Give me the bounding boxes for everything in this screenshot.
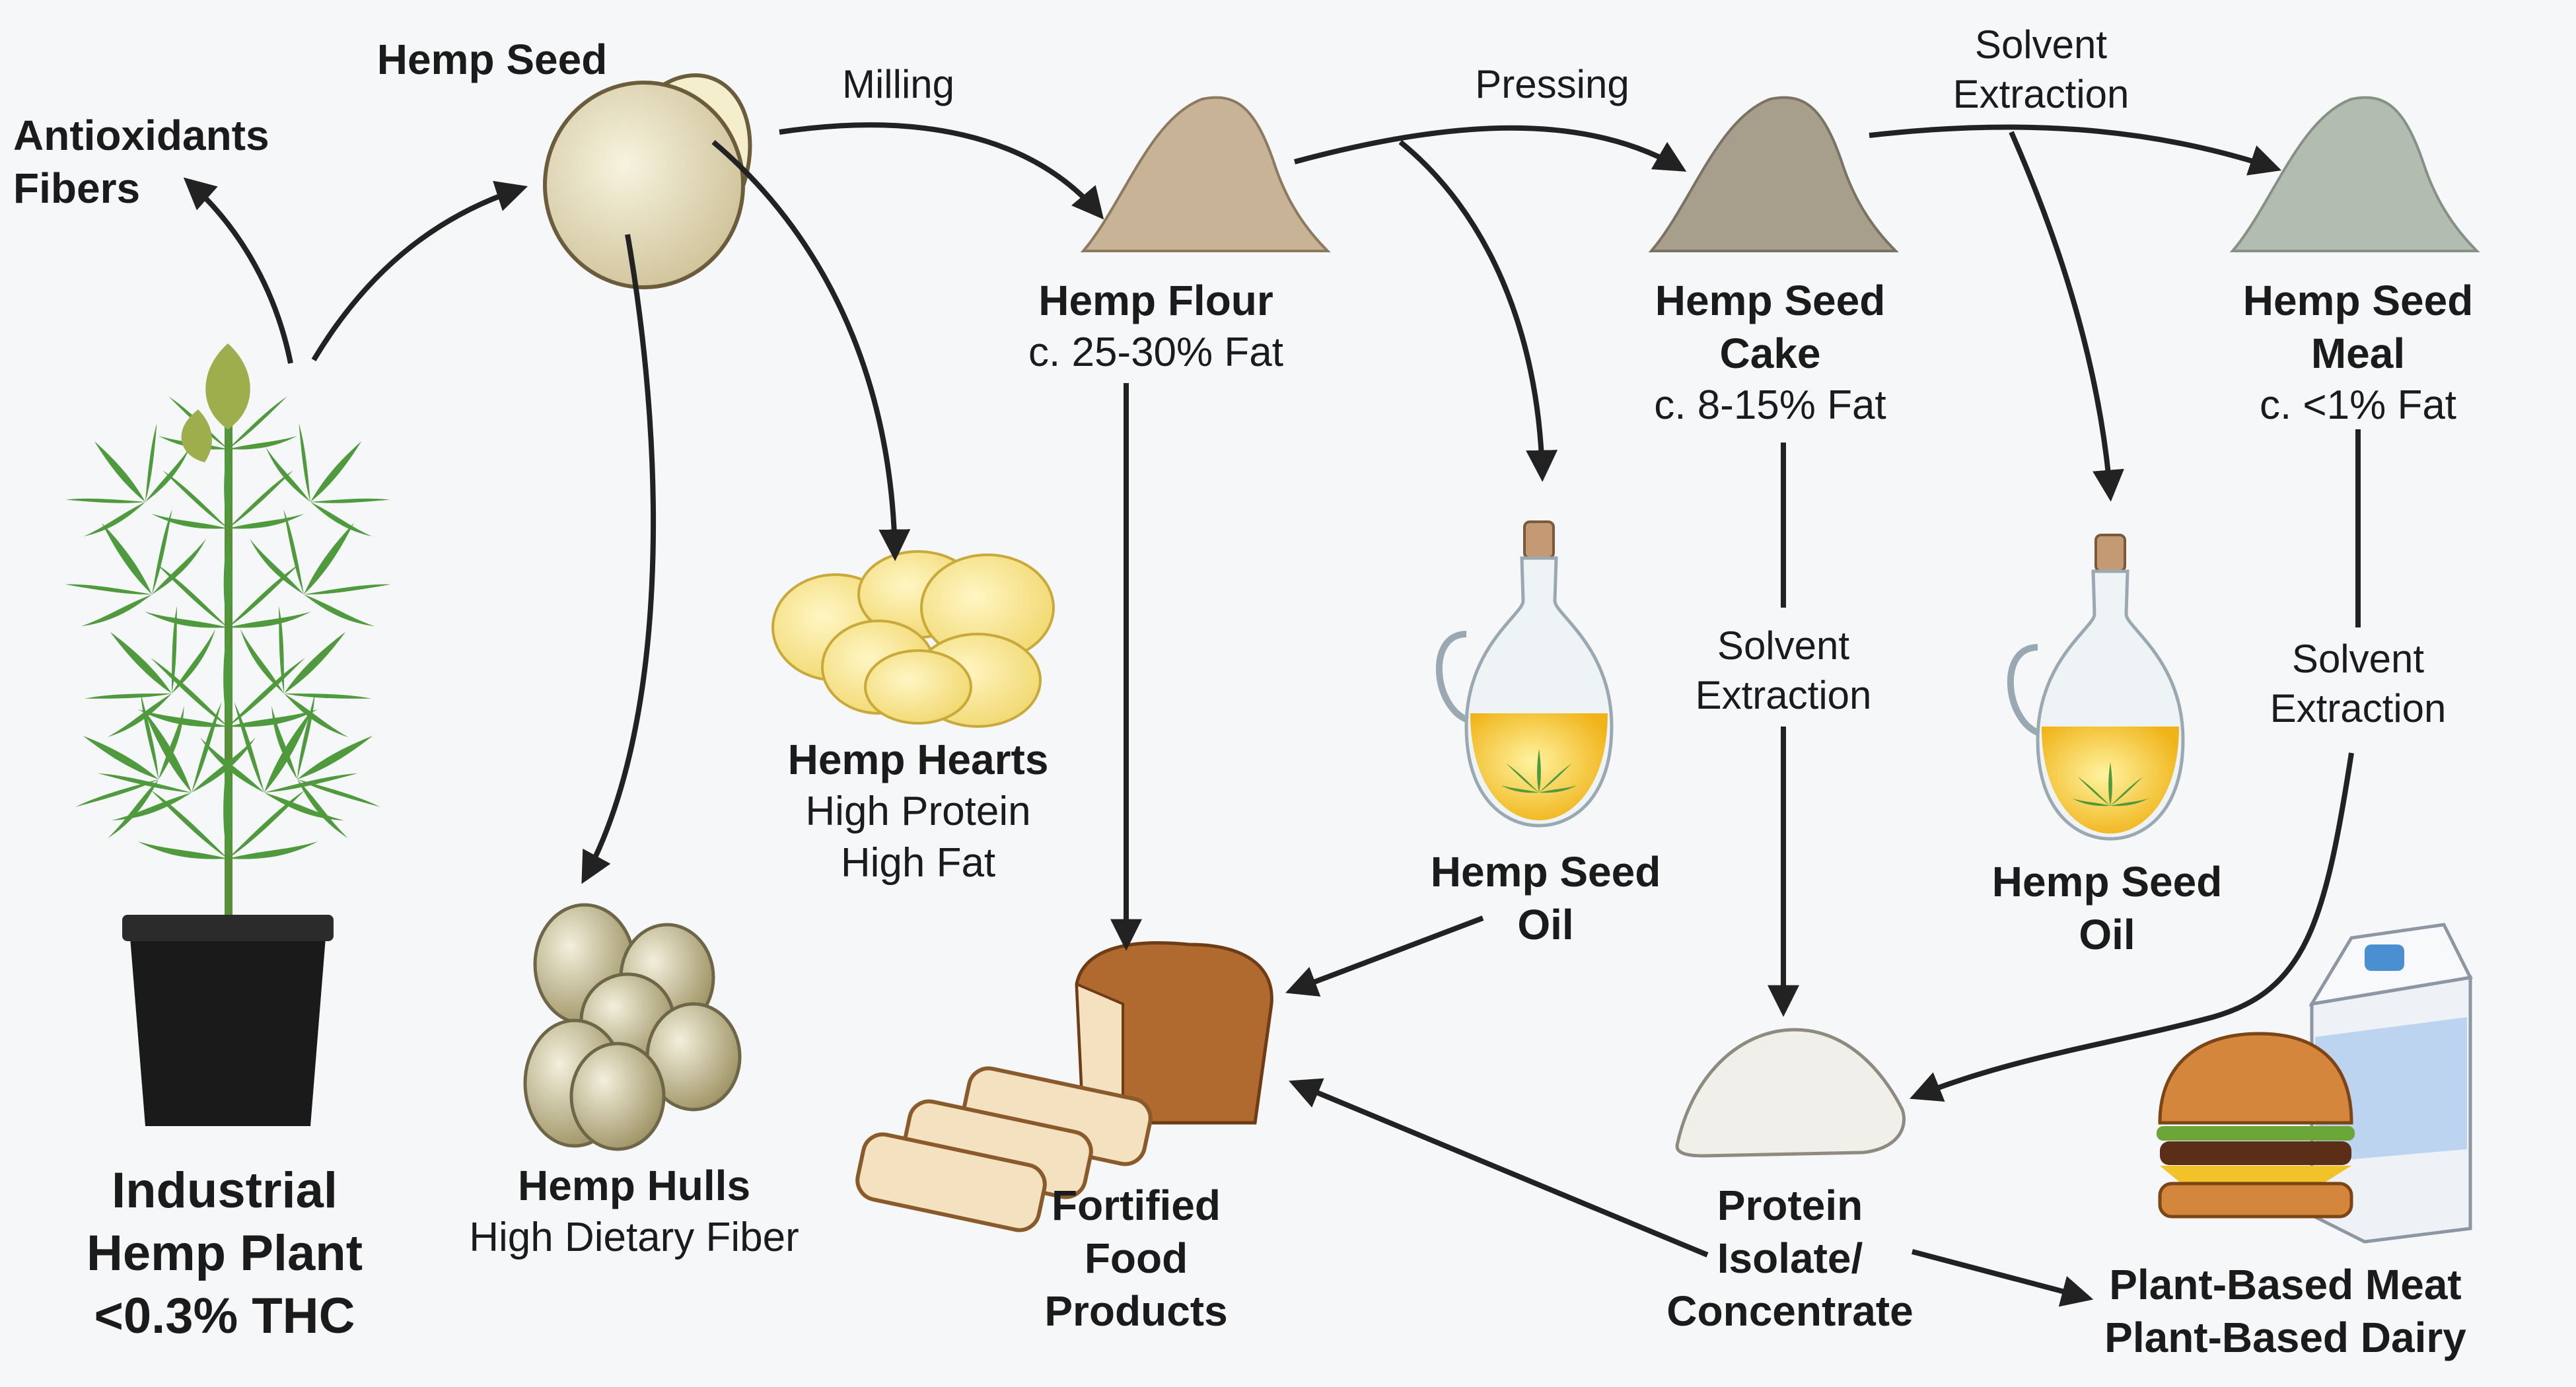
seed-meal-sub: c. <1% Fat bbox=[2259, 382, 2457, 428]
hemp-seed-title: Hemp Seed bbox=[376, 36, 608, 83]
pressing-text: Pressing bbox=[1475, 62, 1629, 106]
hemp-seed-label: Hemp Seed bbox=[360, 33, 624, 86]
seed-cake-line1: Hemp Seed bbox=[1655, 277, 1886, 324]
arrow-plant-to-seed bbox=[311, 180, 528, 362]
hemp-hulls-sub: High Dietary Fiber bbox=[469, 1215, 799, 1260]
hemp-seed-oil-label-1: Hemp Seed Oil bbox=[1413, 845, 1678, 951]
protein-line2: Isolate/ bbox=[1717, 1234, 1863, 1282]
seed-oil-2-line2: Oil bbox=[2079, 911, 2135, 958]
solvent-top-line1: Solvent bbox=[1974, 22, 2108, 67]
hemp-seed-illustration bbox=[543, 73, 752, 289]
seed-meal-line2: Meal bbox=[2310, 330, 2406, 377]
arrow-seed-to-hulls bbox=[581, 234, 657, 884]
fortified-line3: Products bbox=[1044, 1287, 1228, 1335]
protein-line3: Concentrate bbox=[1666, 1287, 1914, 1335]
flow-arrows bbox=[183, 122, 2361, 1307]
hemp-hulls-illustration bbox=[523, 903, 742, 1151]
seed-oil-1-line1: Hemp Seed bbox=[1430, 848, 1661, 896]
plant-based-line2: Plant-Based Dairy bbox=[2104, 1314, 2466, 1361]
arrow-protein-to-plantbased bbox=[1911, 1249, 2094, 1307]
hemp-seed-cake-illustration bbox=[1648, 96, 1899, 252]
protein-isolate-label: Protein Isolate/ Concentrate bbox=[1638, 1179, 1942, 1337]
arrow-flour-to-cake bbox=[1293, 125, 1687, 172]
seed-cake-line2: Cake bbox=[1719, 330, 1821, 377]
hemp-seed-oil-label-2: Hemp Seed Oil bbox=[1975, 855, 2239, 961]
fortified-line2: Food bbox=[1084, 1234, 1188, 1282]
fortified-food-label: Fortified Food Products bbox=[1004, 1179, 1268, 1337]
hemp-hearts-illustration bbox=[771, 550, 1055, 728]
hemp-hulls-label: Hemp Hulls High Dietary Fiber bbox=[423, 1159, 845, 1263]
solvent-cake-line2: Extraction bbox=[1695, 673, 1872, 717]
antioxidants-text: Antioxidants bbox=[13, 112, 269, 159]
arrow-cake-to-meal bbox=[1869, 124, 2282, 176]
hemp-plant-illustration bbox=[39, 343, 417, 1126]
hemp-seed-meal-label: Hemp Seed Meal c. <1% Fat bbox=[2219, 274, 2497, 431]
hemp-seed-oil-bottle-2 bbox=[2011, 535, 2183, 839]
hemp-hearts-label: Hemp Hearts High Protein High Fat bbox=[753, 733, 1083, 888]
arrow-flour-to-oil bbox=[1398, 139, 1558, 482]
hemp-flour-illustration bbox=[1080, 96, 1331, 252]
arrow-meal-to-protein bbox=[1915, 429, 2361, 1096]
solvent-extraction-cake-label: Solvent Extraction bbox=[1658, 621, 1909, 720]
seed-oil-2-line1: Hemp Seed bbox=[1991, 858, 2223, 906]
hemp-flour-sub: c. 25-30% Fat bbox=[1028, 330, 1283, 375]
milling-text: Milling bbox=[841, 62, 955, 106]
protein-powder-illustration bbox=[1675, 1028, 1906, 1158]
seed-oil-1-line2: Oil bbox=[1517, 901, 1574, 948]
solvent-meal-line2: Extraction bbox=[2270, 686, 2447, 730]
solvent-top-line2: Extraction bbox=[1952, 72, 2129, 116]
hemp-hulls-title: Hemp Hulls bbox=[517, 1162, 751, 1209]
hemp-hearts-title: Hemp Hearts bbox=[787, 736, 1049, 783]
milling-label: Milling bbox=[819, 59, 978, 109]
hemp-plant-line1: Industrial bbox=[111, 1162, 338, 1219]
hemp-hearts-sub1: High Protein bbox=[805, 789, 1031, 834]
pressing-label: Pressing bbox=[1453, 59, 1651, 109]
arrow-seed-to-flour bbox=[779, 122, 1104, 220]
protein-line1: Protein bbox=[1717, 1182, 1863, 1229]
hemp-seed-cake-label: Hemp Seed Cake c. 8-15% Fat bbox=[1625, 274, 1915, 431]
arrow-oil-to-bread bbox=[1285, 915, 1484, 997]
plant-based-line1: Plant-Based Meat bbox=[2109, 1261, 2462, 1308]
hemp-plant-line3: <0.3% THC bbox=[94, 1288, 355, 1344]
hemp-plant-label: Industrial Hemp Plant <0.3% THC bbox=[46, 1159, 403, 1347]
solvent-cake-line1: Solvent bbox=[1717, 623, 1850, 668]
hemp-seed-meal-illustration bbox=[2229, 96, 2480, 252]
seed-meal-line1: Hemp Seed bbox=[2242, 277, 2474, 324]
solvent-extraction-top-label: Solvent Extraction bbox=[1929, 20, 2153, 119]
solvent-meal-line1: Solvent bbox=[2291, 637, 2425, 681]
fortified-line1: Fortified bbox=[1052, 1182, 1221, 1229]
plant-based-products-illustration bbox=[2157, 923, 2473, 1244]
plant-based-label: Plant-Based Meat Plant-Based Dairy bbox=[2067, 1258, 2503, 1364]
bread-illustration bbox=[855, 941, 1273, 1232]
solvent-extraction-meal-label: Solvent Extraction bbox=[2233, 634, 2484, 733]
arrow-seed-to-hearts bbox=[711, 139, 911, 561]
arrow-cake-to-oil bbox=[2009, 131, 2124, 502]
seed-cake-sub: c. 8-15% Fat bbox=[1654, 382, 1886, 428]
antioxidants-fibers-label: Antioxidants Fibers bbox=[13, 109, 269, 215]
hemp-plant-line2: Hemp Plant bbox=[86, 1225, 363, 1281]
fibers-text: Fibers bbox=[13, 164, 141, 212]
hemp-flour-title: Hemp Flour bbox=[1038, 277, 1273, 324]
arrow-protein-to-bread bbox=[1289, 1078, 1709, 1258]
hemp-seed-oil-bottle-1 bbox=[1439, 522, 1612, 826]
hemp-hearts-sub2: High Fat bbox=[840, 839, 996, 886]
arrow-plant-to-antioxidants bbox=[183, 177, 293, 364]
hemp-flour-label: Hemp Flour c. 25-30% Fat bbox=[1017, 274, 1295, 378]
